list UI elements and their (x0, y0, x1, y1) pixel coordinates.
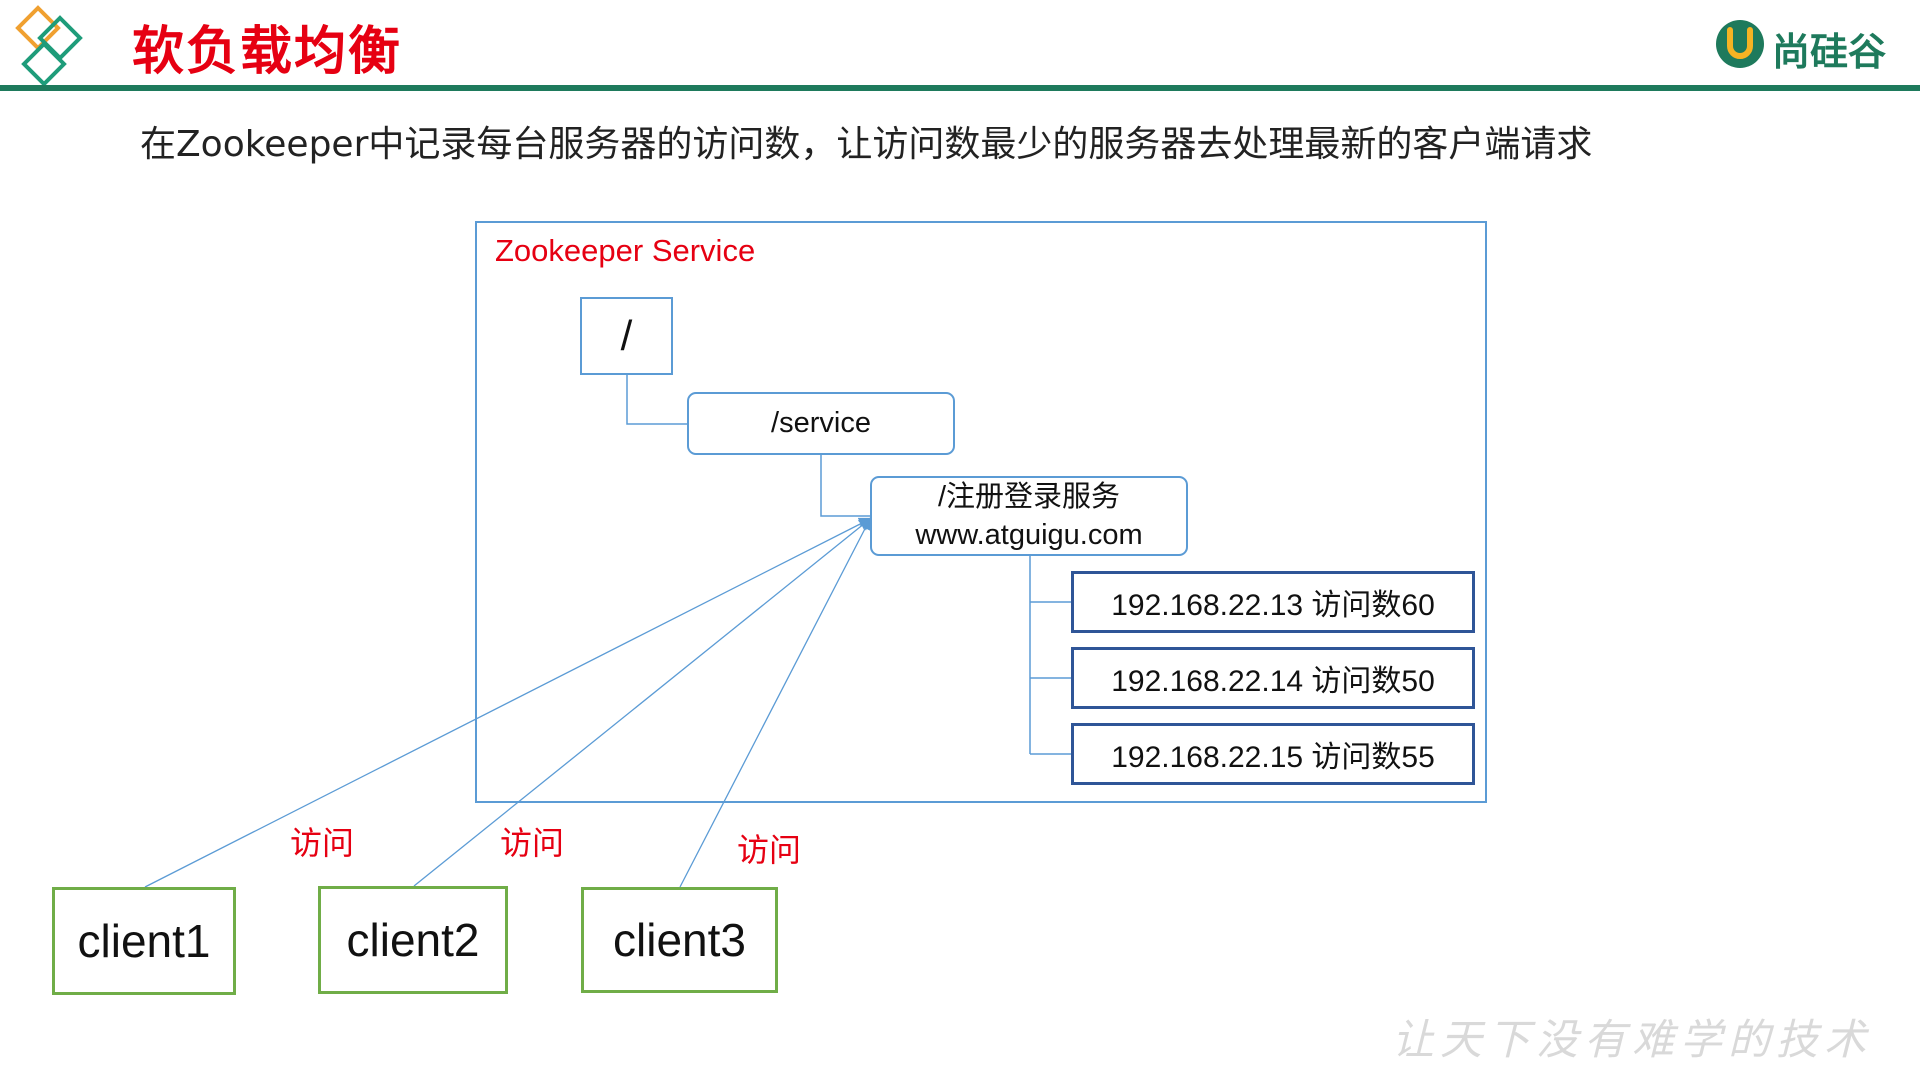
node-root: / (580, 297, 673, 375)
diamond-logo-icon (8, 4, 104, 88)
header-divider (0, 85, 1920, 91)
page-title: 软负载均衡 (132, 22, 403, 82)
footer-slogan: 让天下没有难学的技术 (1391, 1015, 1872, 1064)
client-1-arrow (144, 517, 873, 888)
server-node-1: 192.168.22.13 访问数60 (1071, 571, 1475, 633)
subtitle: 在Zookeeper中记录每台服务器的访问数，让访问数最少的服务器去处理最新的客… (140, 124, 1593, 165)
client-box-1: client1 (52, 887, 236, 995)
client-box-2: client2 (318, 886, 508, 994)
client-3-arrow (679, 516, 872, 888)
node-service: /service (687, 392, 955, 455)
u-logo-icon (1714, 18, 1766, 79)
client-2-arrow (413, 517, 873, 887)
visit-label-2: 访问 (500, 824, 565, 862)
server-node-2: 192.168.22.14 访问数50 (1071, 647, 1475, 709)
node-register-domain: www.atguigu.com (915, 519, 1143, 551)
zookeeper-service-label: Zookeeper Service (495, 233, 756, 268)
brand-name: 尚硅谷 (1771, 29, 1886, 74)
root-to-service-connector (626, 375, 687, 425)
visit-label-3: 访问 (737, 831, 802, 869)
service-to-register-connector (820, 455, 870, 517)
zookeeper-service-frame (475, 221, 1487, 803)
brand-logo: 尚硅谷 (1714, 18, 1886, 78)
node-register-name: /注册登录服务 (937, 481, 1121, 513)
node-register-service: /注册登录服务 www.atguigu.com (870, 476, 1188, 556)
visit-label-1: 访问 (290, 824, 355, 862)
client-box-3: client3 (581, 887, 778, 993)
server-node-3: 192.168.22.15 访问数55 (1071, 723, 1475, 785)
